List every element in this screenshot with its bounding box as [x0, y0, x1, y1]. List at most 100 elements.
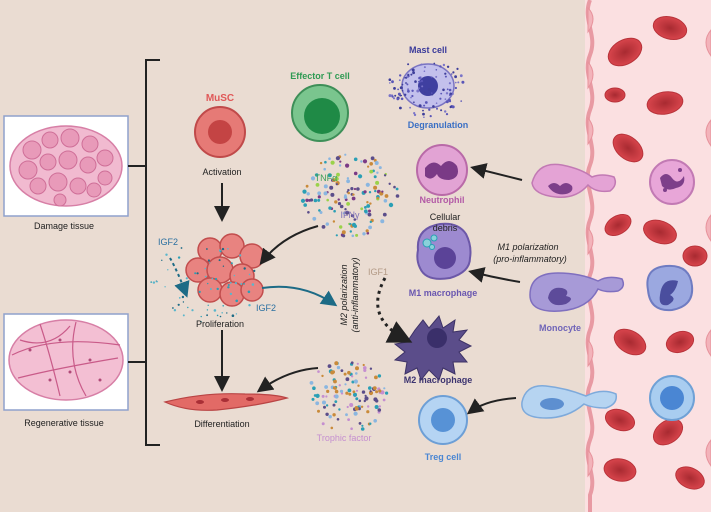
cytokine-dot	[336, 365, 341, 370]
cytokine-dot	[446, 65, 450, 69]
cytokine-dot	[391, 80, 394, 84]
cytokine-dot	[165, 253, 168, 256]
trophic-factor-label: Trophic factor	[317, 433, 372, 443]
cytokine-dot	[407, 89, 410, 93]
red-blood-cell	[604, 214, 632, 236]
cytokine-dot	[378, 389, 382, 393]
cytokine-dot	[452, 71, 455, 74]
cytokine-dot	[355, 366, 359, 371]
cytokine-dot	[363, 399, 366, 403]
treg-cell	[418, 395, 468, 445]
cytokine-dot	[382, 212, 387, 217]
cytokine-dot	[368, 225, 372, 230]
cytokine-dot	[367, 165, 370, 168]
cytokine-dot	[196, 272, 199, 275]
cytokine-dot	[221, 312, 223, 314]
cytokine-dot	[313, 198, 318, 203]
cytokine-dot	[355, 233, 359, 237]
cytokine-dot	[330, 426, 334, 430]
cytokine-dot	[185, 277, 188, 280]
cytokine-dot	[430, 76, 433, 79]
cytokine-dot	[433, 62, 436, 65]
cytokine-dot	[389, 82, 391, 84]
cytokine-dot	[439, 97, 442, 100]
cytokine-cloud-bottom	[309, 361, 389, 431]
cytokine-dot	[243, 283, 245, 285]
cytokine-dot	[222, 265, 225, 267]
cytokine-dot	[353, 379, 358, 384]
cytokine-dot	[218, 259, 221, 262]
cytokine-dot	[361, 424, 364, 427]
vessel-treg	[649, 375, 695, 421]
cytokine-dot	[167, 269, 169, 271]
cytokine-dot	[382, 398, 386, 402]
cytokine-dot	[313, 394, 317, 397]
cytokine-dot	[335, 183, 338, 186]
cytokine-dot	[353, 392, 357, 397]
cytokine-dot	[334, 176, 339, 181]
cytokine-dot	[424, 91, 426, 94]
cytokine-dot	[347, 388, 352, 393]
cytokine-dot	[323, 191, 328, 196]
cytokine-dot	[383, 174, 387, 177]
cytokine-dot	[345, 210, 350, 215]
damage-tissue-label: Damage tissue	[34, 221, 94, 231]
cytokine-dot	[350, 187, 354, 191]
cytokine-dot	[325, 395, 328, 398]
cytokine-dot	[368, 386, 372, 390]
red-blood-cell	[607, 37, 643, 67]
cytokine-dot	[373, 419, 378, 423]
cytokine-dot	[323, 405, 326, 409]
cytokine-dot	[401, 83, 404, 86]
differentiation-label: Differentiation	[194, 419, 249, 429]
cytokine-dot	[152, 281, 156, 284]
regenerative-tissue-image	[3, 313, 129, 411]
vessel-neutrophil	[649, 159, 695, 205]
cytokine-dot	[442, 63, 446, 67]
cytokine-dot	[388, 94, 392, 98]
cytokine-dot	[347, 370, 351, 375]
cytokine-dot	[350, 427, 353, 431]
cytokine-dot	[445, 113, 449, 116]
cytokine-dot	[338, 164, 342, 167]
cytokine-dot	[332, 413, 336, 417]
cytokine-dot	[338, 384, 341, 387]
cytokine-dot	[369, 390, 372, 393]
cytokine-dot	[376, 196, 379, 200]
cytokine-dot	[315, 393, 320, 398]
cytokine-dot	[385, 391, 389, 395]
cytokine-dot	[349, 230, 352, 233]
cytokine-dot	[178, 297, 181, 299]
mast-granules	[388, 62, 465, 118]
cytokine-dot	[358, 174, 363, 179]
cytokine-dot	[444, 75, 447, 78]
igf2-left-label: IGF2	[158, 237, 178, 247]
cytokine-dot	[332, 220, 336, 223]
cytokine-dot	[399, 95, 402, 97]
cytokine-dot	[383, 199, 388, 203]
cytokine-dot	[209, 288, 212, 290]
cytokine-dot	[326, 198, 330, 202]
cytokine-dot	[317, 191, 322, 196]
cytokine-dot	[306, 192, 310, 196]
transmigrating-treg	[521, 385, 618, 419]
cytokine-dot	[231, 314, 235, 318]
cytokine-dot	[445, 100, 449, 104]
cytokine-dot	[398, 79, 401, 82]
cytokine-dot	[346, 177, 350, 180]
cytokine-dot	[303, 203, 308, 207]
cytokine-dot	[404, 93, 407, 97]
cytokine-dot	[400, 97, 404, 101]
cytokine-dot	[226, 312, 228, 314]
cellular-debris-label-2: debris	[433, 223, 458, 233]
cytokine-dot	[198, 290, 201, 293]
cytokine-dot	[339, 204, 344, 209]
cytokine-dot	[317, 370, 320, 373]
cytokine-dot	[374, 161, 379, 165]
cytokine-dot	[346, 405, 349, 409]
cellular-debris-label-1: Cellular	[430, 212, 461, 222]
cytokine-dot	[307, 211, 310, 214]
cytokine-to-proliferation-arrow	[259, 225, 319, 266]
cytokine-dot	[423, 70, 426, 72]
cytokine-dot	[428, 108, 431, 111]
